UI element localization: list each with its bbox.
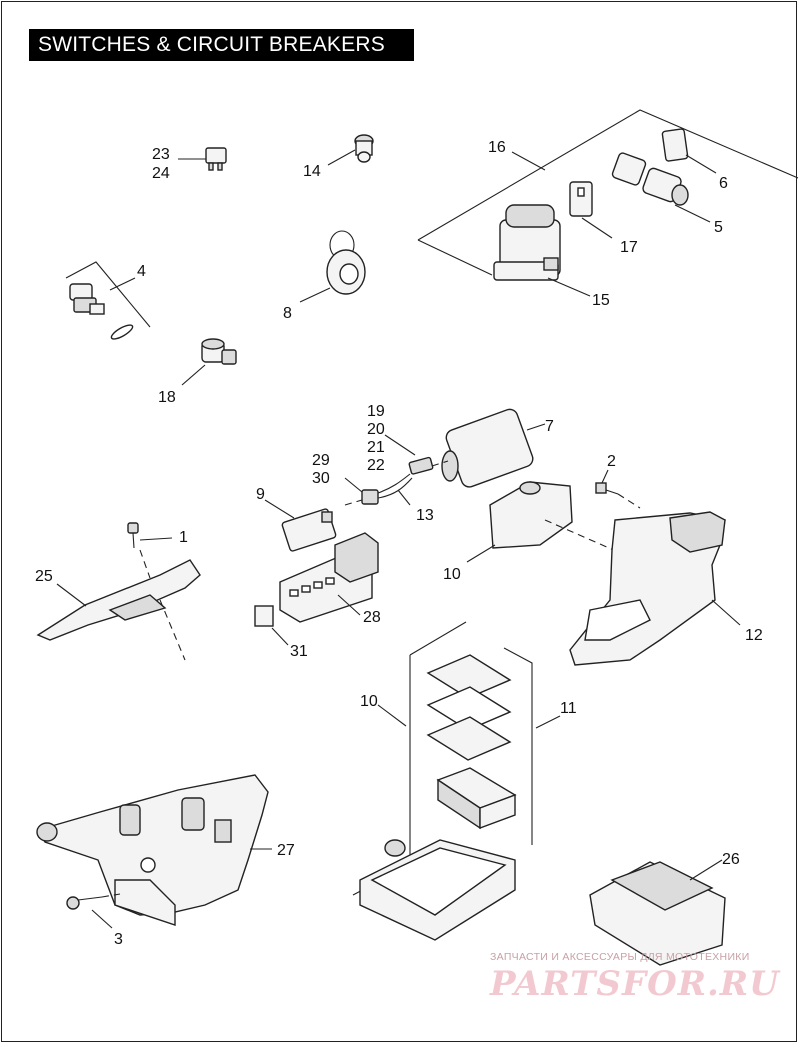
callout-31: 31: [290, 643, 308, 660]
callout-14: 14: [303, 163, 321, 180]
part-7: [441, 408, 546, 488]
part-connectors: [344, 434, 449, 506]
callout-20: 20: [367, 421, 385, 438]
part-4: [65, 261, 151, 340]
callout-10a: 10: [443, 566, 461, 583]
callout-18: 18: [158, 389, 176, 406]
part-26: [589, 859, 726, 966]
part-8: [299, 230, 366, 303]
callout-11: 11: [560, 700, 577, 717]
callout-29: 29: [312, 452, 330, 469]
callout-5: 5: [714, 219, 723, 236]
callout-24: 24: [152, 165, 170, 182]
callout-1: 1: [179, 529, 188, 546]
callout-7: 7: [545, 418, 554, 435]
part-14: [327, 134, 374, 166]
callout-labels: 23 24 14 16 6 5 17 15 4 8 18 19 20 21 22…: [35, 139, 763, 948]
part-27: [36, 774, 272, 926]
callout-16: 16: [488, 139, 506, 156]
page-title: SWITCHES & CIRCUIT BREAKERS: [29, 29, 414, 61]
part-28: [279, 532, 379, 623]
callout-6: 6: [719, 175, 728, 192]
part-2: [595, 469, 641, 509]
callout-3: 3: [114, 931, 123, 948]
callout-25: 25: [35, 568, 53, 585]
callout-30: 30: [312, 470, 330, 487]
callout-4: 4: [137, 263, 146, 280]
callout-8: 8: [283, 305, 292, 322]
part-9: [264, 499, 337, 552]
part-fuse: [178, 147, 227, 171]
part-1: [127, 522, 173, 579]
watermark-tagline: ЗАПЧАСТИ И АКСЕССУАРЫ ДЛЯ МОТОТЕХНИКИ: [490, 951, 750, 963]
part-18: [181, 338, 237, 386]
callout-22: 22: [367, 457, 385, 474]
callout-2: 2: [607, 453, 616, 470]
callout-13: 13: [416, 507, 434, 524]
part-3: [66, 893, 121, 929]
callout-27: 27: [277, 842, 295, 859]
part-group-16: [417, 109, 799, 297]
callout-9: 9: [256, 486, 265, 503]
callout-17: 17: [620, 239, 638, 256]
callout-12: 12: [745, 627, 763, 644]
callout-15: 15: [592, 292, 610, 309]
callout-21: 21: [367, 439, 385, 456]
callout-26: 26: [722, 851, 740, 868]
callout-28: 28: [363, 609, 381, 626]
watermark-logo: PARTSFOR.RU: [490, 964, 780, 1004]
part-31: [254, 605, 289, 646]
part-group-10-11: [352, 621, 561, 941]
part-10-cover: [466, 481, 626, 563]
part-12: [569, 511, 741, 666]
part-25: [36, 559, 201, 661]
callout-23: 23: [152, 146, 170, 163]
callout-19: 19: [367, 403, 385, 420]
callout-10b: 10: [360, 693, 378, 710]
